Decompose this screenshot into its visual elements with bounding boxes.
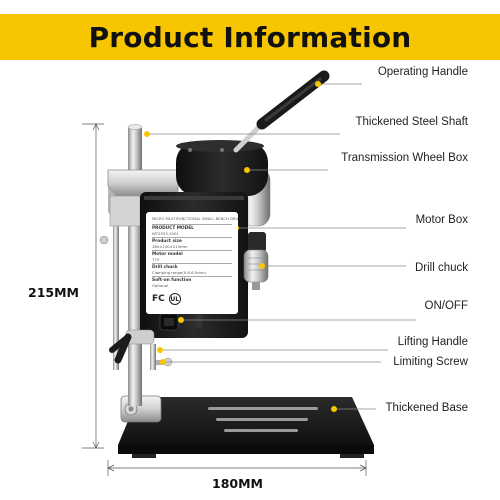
callout-thickened-steel-shaft: Thickened Steel Shaft	[355, 116, 468, 128]
nameplate-value: 775	[152, 257, 160, 262]
callout-lifting-handle: Lifting Handle	[397, 336, 468, 348]
width-dimension-label: 180MM	[212, 476, 263, 491]
nameplate-value: 180×140×215mm	[152, 244, 188, 249]
page-title: Product Information	[88, 20, 412, 54]
nameplate-row: PRODUCT MODEL WT2533-1001	[152, 224, 232, 237]
callout-operating-handle: Operating Handle	[377, 66, 468, 78]
thickened-steel-shaft	[128, 126, 142, 178]
nameplate-header: MICRO MULTIFUNCTIONAL SMALL BENCH DRILL	[152, 217, 238, 221]
title-banner: Product Information	[0, 14, 500, 60]
height-dimension-line	[82, 123, 104, 449]
nameplate-key: Motor model	[152, 252, 183, 257]
ul-mark-icon: UL	[168, 293, 181, 305]
callout-thickened-base: Thickened Base	[385, 402, 468, 414]
nameplate-value: WT2533-1001	[152, 231, 179, 236]
certification-marks: FC UL	[152, 293, 232, 305]
nameplate-key: Soft-on function	[152, 278, 192, 283]
drill-chuck	[243, 232, 269, 290]
callout-on-off: ON/OFF	[424, 300, 468, 312]
fc-mark-icon: FC	[152, 294, 165, 304]
lifting-handle[interactable]	[109, 329, 155, 364]
height-dimension-label: 215MM	[28, 285, 79, 300]
top-bracket	[99, 169, 179, 245]
operating-handle	[233, 70, 330, 153]
transmission-wheel-box	[176, 140, 268, 196]
callout-transmission-wheel-box: Transmission Wheel Box	[341, 152, 468, 164]
nameplate-key: PRODUCT MODEL	[152, 226, 194, 231]
nameplate-row: Soft-on function Optional	[152, 276, 232, 289]
nameplate-row: Motor model 775	[152, 250, 232, 263]
nameplate-row: Product size 180×140×215mm	[152, 237, 232, 250]
callout-motor-box: Motor Box	[415, 214, 468, 226]
nameplate-row: Drill chuck Clamping range(0.6-6.5mm)	[152, 263, 232, 276]
nameplate-value: Optional	[152, 283, 169, 288]
motor-nameplate: MICRO MULTIFUNCTIONAL SMALL BENCH DRILL …	[146, 212, 238, 314]
on-off-switch[interactable]	[159, 313, 179, 331]
callout-leaders	[147, 83, 416, 410]
callout-limiting-screw: Limiting Screw	[393, 356, 468, 368]
nameplate-key: Drill chuck	[152, 265, 178, 270]
thickened-base	[118, 397, 374, 458]
callout-drill-chuck: Drill chuck	[414, 262, 468, 274]
nameplate-key: Product size	[152, 239, 182, 244]
width-dimension-line	[107, 460, 367, 476]
nameplate-value: Clamping range(0.6-6.5mm)	[152, 270, 207, 275]
